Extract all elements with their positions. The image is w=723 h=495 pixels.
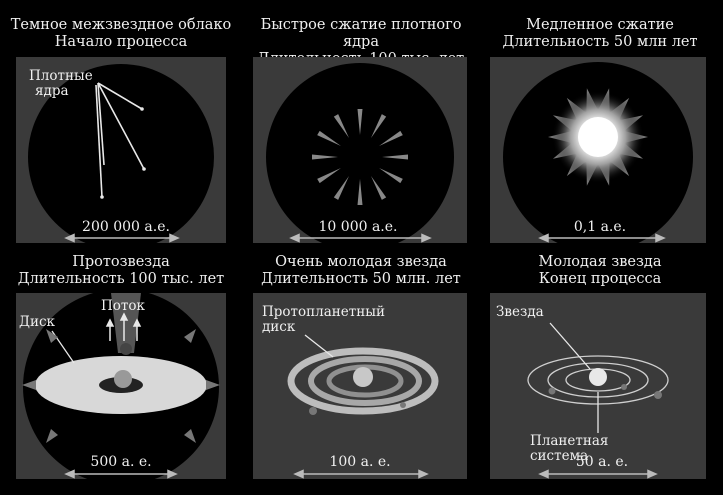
dark-cloud: [28, 64, 214, 243]
title-line-1: Молодая звезда: [538, 254, 662, 270]
scale-arrow: [538, 233, 666, 243]
illustration-box: [490, 293, 706, 479]
inward-arrow: [379, 168, 403, 184]
inward-arrow: [333, 114, 349, 138]
title-line-2: Длительность 50 млн лет: [502, 34, 698, 50]
scale-label: 100 а. е.: [329, 454, 391, 470]
planet: [548, 387, 556, 395]
scale-arrow: [64, 469, 178, 479]
infall-arrows: [22, 329, 220, 443]
disk-pointer: [304, 334, 334, 358]
panel-title: Темное межзвездное облако Начало процесс…: [1, 17, 241, 51]
star-pointer: [549, 322, 591, 370]
illustration-box: [16, 57, 226, 243]
scale-arrow: [289, 233, 432, 243]
label-outflow: Поток: [101, 298, 145, 314]
inward-arrow: [333, 176, 349, 200]
protostar: [114, 370, 132, 388]
title-line-2: Начало процесса: [54, 34, 188, 50]
dense-cores: [100, 107, 146, 199]
young-star: [353, 367, 373, 387]
scale-label: 200 000 а.е.: [82, 219, 170, 235]
flow-arrows: [105, 312, 142, 341]
panel-title: Молодая звезда Конец процесса: [480, 254, 720, 288]
star: [589, 368, 607, 386]
panel-title: Медленное сжатие Длительность 50 млн лет: [480, 17, 720, 51]
protoplanetary-disk-illustration: [287, 334, 439, 479]
inward-arrow: [312, 154, 338, 160]
glowing-core-illustration: [503, 62, 693, 243]
scale-label: 10 000 а.е.: [318, 219, 398, 235]
illustration-box: [253, 57, 467, 243]
label-disk: Диск: [19, 314, 55, 330]
planet: [654, 391, 662, 399]
inward-arrow: [379, 130, 403, 146]
collapse-illustration: [266, 63, 454, 243]
inward-arrows: [312, 109, 408, 205]
title-line-2: Конец процесса: [538, 271, 662, 287]
planetesimal: [309, 407, 317, 415]
inward-arrow: [371, 176, 387, 200]
planetesimal: [400, 402, 406, 408]
inward-arrow: [317, 130, 341, 146]
scale-arrow: [293, 469, 429, 479]
scale-label: 0,1 а.е.: [573, 219, 627, 235]
inward-arrow: [317, 168, 341, 184]
dark-cloud-illustration: [28, 64, 214, 243]
scale-label: 500 а. е.: [90, 454, 152, 470]
title-line-1: Быстрое сжатие плотного ядра: [260, 17, 462, 50]
scale-arrow: [538, 469, 658, 479]
dark-core: [266, 63, 454, 243]
scale-label: 50 а. е.: [575, 454, 629, 470]
title-line-2: Длительность 100 тыс. лет: [17, 271, 225, 287]
scale-arrow: [64, 233, 180, 243]
label-planetary-system: Планетная система: [530, 433, 609, 464]
outflow-cone: [111, 293, 141, 353]
illustration-box: [490, 57, 706, 243]
title-line-2: Длительность 50 млн. лет: [261, 271, 461, 287]
inward-arrow: [357, 109, 363, 135]
protostar-core: [578, 117, 618, 157]
spiral-disk: [287, 347, 439, 415]
planet: [621, 384, 627, 390]
panel-title: Очень молодая звезда Длительность 50 млн…: [241, 254, 481, 288]
jet-knot: [120, 343, 132, 355]
inward-arrow: [371, 114, 387, 138]
inward-arrow: [382, 154, 408, 160]
illustration-box: [253, 293, 467, 479]
illustration-box: [16, 293, 226, 479]
label-star: Звезда: [496, 304, 544, 320]
title-line-1: Медленное сжатие: [526, 17, 674, 33]
title-line-1: Протозвезда: [72, 254, 170, 270]
protostar-illustration: [22, 293, 220, 479]
planetary-system-illustration: [527, 322, 669, 479]
pointer-lines: [95, 82, 145, 198]
inward-arrow: [357, 179, 363, 205]
title-line-1: Очень молодая звезда: [275, 254, 447, 270]
title-line-1: Темное межзвездное облако: [10, 17, 232, 33]
panel-title: Протозвезда Длительность 100 тыс. лет: [1, 254, 241, 288]
